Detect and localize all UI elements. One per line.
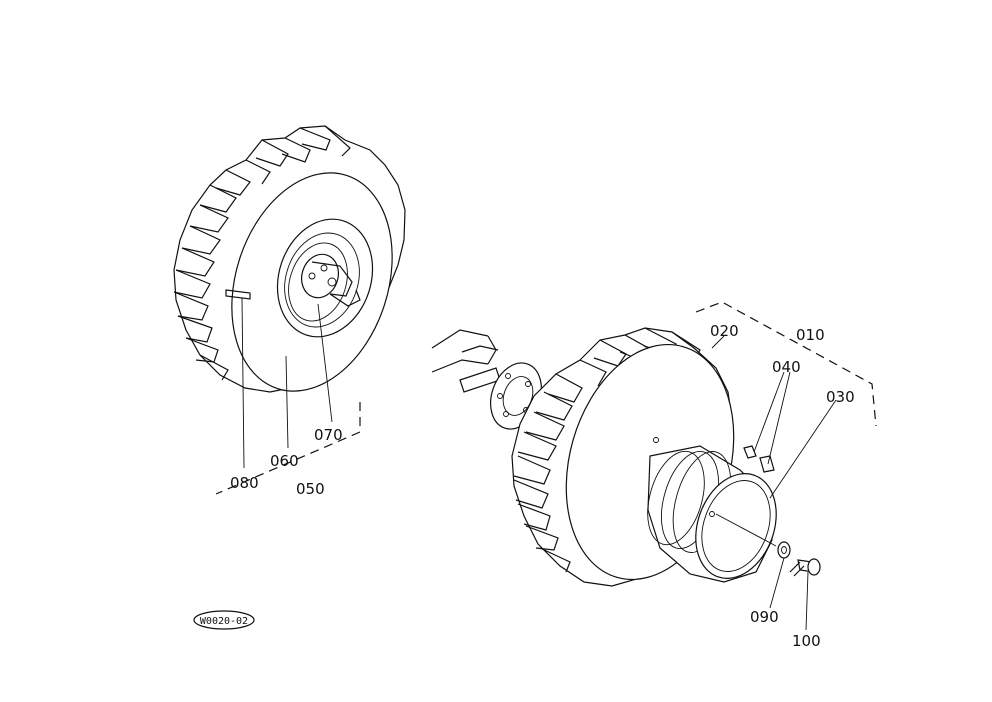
label-090: 090	[750, 608, 779, 626]
right-wheel-assembly: 020 010 040 030 090 100	[511, 301, 877, 650]
bolt-100	[789, 558, 821, 577]
left-wheel-assembly: 080 060 070 050	[173, 125, 406, 498]
label-070: 070	[314, 426, 343, 444]
washer-090	[777, 541, 791, 559]
drawing-code: W0020-02	[200, 616, 248, 627]
label-060: 060	[270, 452, 299, 470]
label-050: 050	[296, 480, 325, 498]
right-tire	[511, 327, 777, 587]
label-040: 040	[772, 358, 801, 376]
label-010: 010	[796, 326, 825, 344]
label-030: 030	[826, 388, 855, 406]
label-080: 080	[230, 474, 259, 492]
left-tire	[173, 125, 406, 393]
label-100: 100	[792, 632, 821, 650]
drawing-code-badge: W0020-02	[193, 610, 255, 630]
label-020: 020	[710, 322, 739, 340]
